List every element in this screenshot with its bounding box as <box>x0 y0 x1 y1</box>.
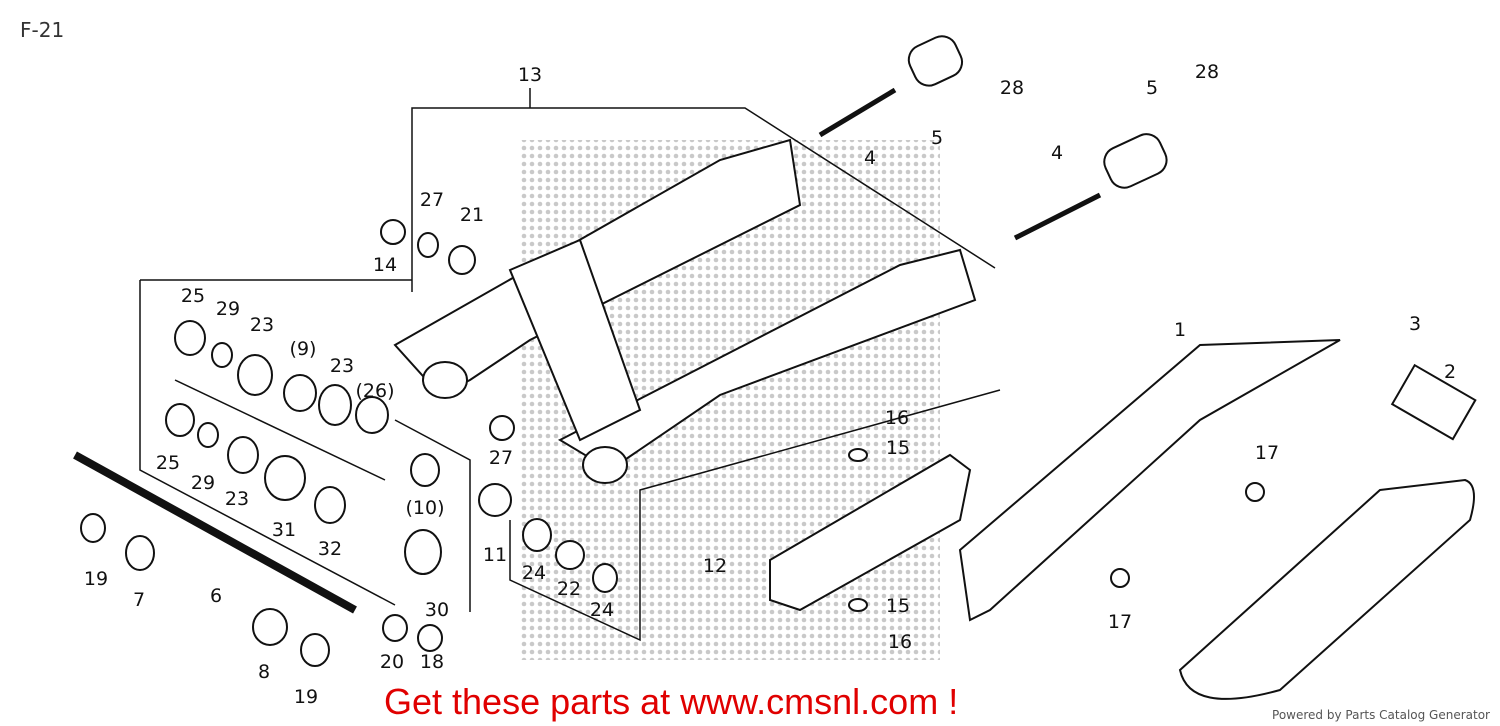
callout-4: 4 <box>1050 142 1064 164</box>
callout-16: 16 <box>884 407 910 429</box>
callout-31: 31 <box>271 519 297 541</box>
callout-23: 23 <box>249 314 275 336</box>
callout-19: 19 <box>83 568 109 590</box>
powered-by-text: Powered by Parts Catalog Generator <box>1272 708 1490 722</box>
callout-18: 18 <box>419 651 445 673</box>
callout-32: 32 <box>317 538 343 560</box>
callout-9: (9) <box>289 338 317 360</box>
callout-27: 27 <box>488 447 514 469</box>
callout-25: 25 <box>155 452 181 474</box>
callout-6: 6 <box>209 585 223 607</box>
chain-case <box>958 339 1341 622</box>
callout-1: 1 <box>1173 319 1187 341</box>
callout-25: 25 <box>180 285 206 307</box>
callout-29: 29 <box>215 298 241 320</box>
callout-28: 28 <box>1194 61 1220 83</box>
callout-5: 5 <box>930 127 944 149</box>
callout-23: 23 <box>329 355 355 377</box>
callout-8: 8 <box>257 661 271 683</box>
callout-29: 29 <box>190 472 216 494</box>
bracket-13 <box>411 107 996 292</box>
callout-20: 20 <box>379 651 405 673</box>
callout-14: 14 <box>372 254 398 276</box>
callout-30: 30 <box>424 599 450 621</box>
swingarm-crossmember <box>508 238 642 442</box>
callout-3: 3 <box>1408 313 1422 335</box>
chain-slider <box>769 453 972 612</box>
callout-5: 5 <box>1145 77 1159 99</box>
callout-24: 24 <box>521 562 547 584</box>
drive-chain <box>1178 478 1475 700</box>
callout-26: (26) <box>355 380 395 402</box>
callout-4: 4 <box>863 147 877 169</box>
page-title: F-21 <box>20 18 65 42</box>
callout-15: 15 <box>885 437 911 459</box>
callout-11: 11 <box>482 544 508 566</box>
callout-22: 22 <box>556 578 582 600</box>
callout-24: 24 <box>589 599 615 621</box>
callout-13: 13 <box>517 64 543 86</box>
callout-10: (10) <box>405 497 445 519</box>
callout-19: 19 <box>293 686 319 708</box>
callout-12: 12 <box>702 555 728 577</box>
callout-2: 2 <box>1443 361 1457 383</box>
callout-7: 7 <box>132 589 146 611</box>
callout-28: 28 <box>999 77 1025 99</box>
callout-16: 16 <box>887 631 913 653</box>
callout-21: 21 <box>459 204 485 226</box>
callout-15: 15 <box>885 595 911 617</box>
callout-17: 17 <box>1254 442 1280 464</box>
callout-23: 23 <box>224 488 250 510</box>
pivot-axle <box>73 451 357 614</box>
callout-17: 17 <box>1107 611 1133 633</box>
promo-banner-link[interactable]: Get these parts at www.cmsnl.com ! <box>384 681 959 722</box>
callout-27: 27 <box>419 189 445 211</box>
